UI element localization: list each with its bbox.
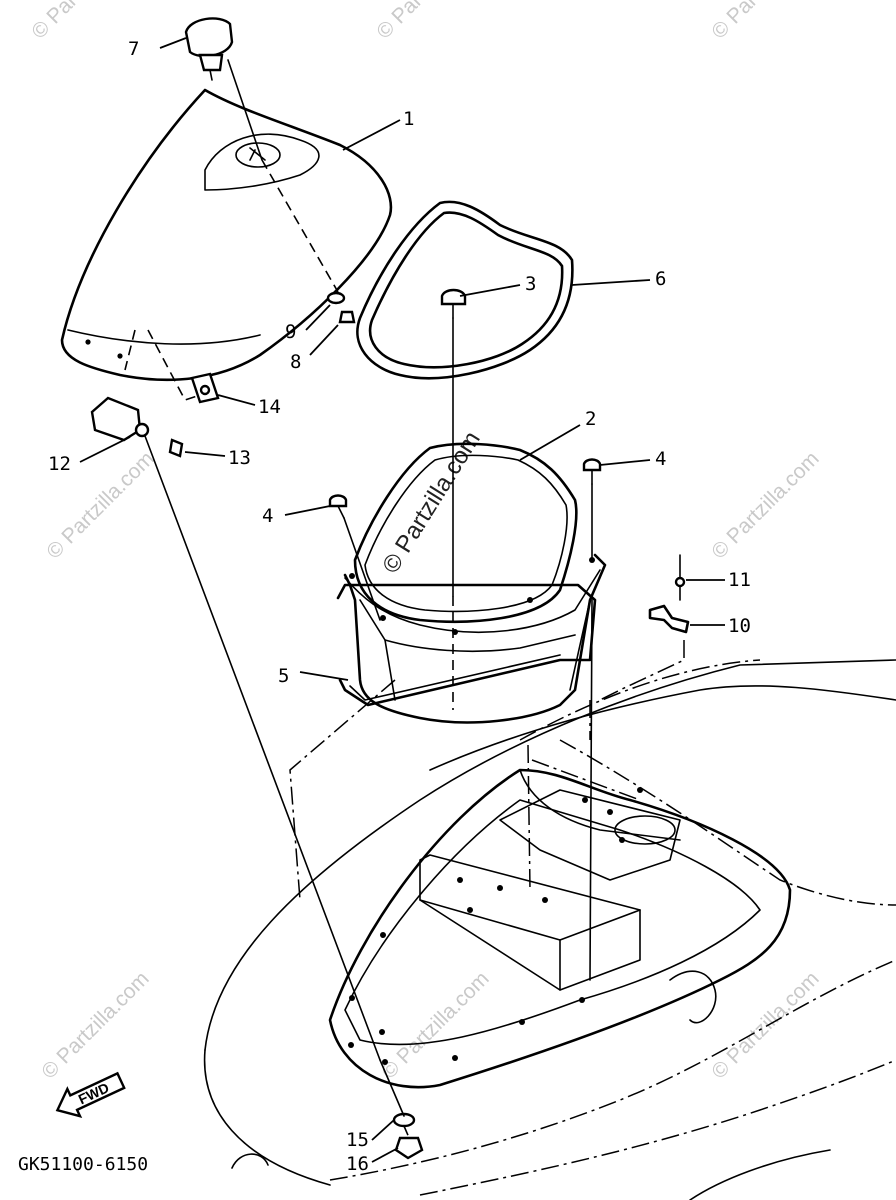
watermark: © Partzilla.com xyxy=(707,447,823,563)
assembly-lines xyxy=(144,59,685,1141)
callout-16: 16 xyxy=(346,1153,369,1175)
callout-14: 14 xyxy=(258,396,281,418)
watermark: © Partzilla.com xyxy=(372,0,488,44)
callout-2: 2 xyxy=(585,408,596,430)
fwd-arrow-icon: FWD xyxy=(55,1071,126,1119)
callout-4-right: 4 xyxy=(655,448,666,470)
part-1-hood xyxy=(60,88,393,401)
watermark: © Partzilla.com xyxy=(37,967,153,1083)
watermark: © Partzilla.com xyxy=(27,0,143,44)
hull-outline xyxy=(203,659,896,1200)
callout-leaders xyxy=(79,37,725,1163)
part-6-seal xyxy=(356,200,574,380)
hardware xyxy=(90,288,690,1160)
hull-edge-arc xyxy=(231,1153,269,1169)
part-7-cap xyxy=(184,17,234,81)
watermark: © Partzilla.com xyxy=(377,967,493,1083)
part-5-frame xyxy=(336,583,597,707)
callout-8: 8 xyxy=(290,351,301,373)
callout-6: 6 xyxy=(655,268,666,290)
callout-1: 1 xyxy=(403,108,414,130)
callout-7: 7 xyxy=(128,38,139,60)
callout-3: 3 xyxy=(525,273,536,295)
callout-11: 11 xyxy=(728,569,751,591)
callout-15: 15 xyxy=(346,1129,369,1151)
callout-labels: 7 1 6 3 2 4 4 5 8 9 10 11 12 13 14 15 16 xyxy=(48,38,751,1175)
watermark: © Partzilla.com xyxy=(707,0,823,44)
callout-12: 12 xyxy=(48,453,71,475)
callout-9: 9 xyxy=(285,321,296,343)
callout-4-left: 4 xyxy=(262,505,273,527)
watermark-center: © Partzilla.com xyxy=(377,427,486,578)
callout-10: 10 xyxy=(728,615,751,637)
drawing-code: GK51100-6150 xyxy=(18,1154,148,1175)
callout-13: 13 xyxy=(228,447,251,469)
watermark: © Partzilla.com xyxy=(707,967,823,1083)
callout-5: 5 xyxy=(278,665,289,687)
